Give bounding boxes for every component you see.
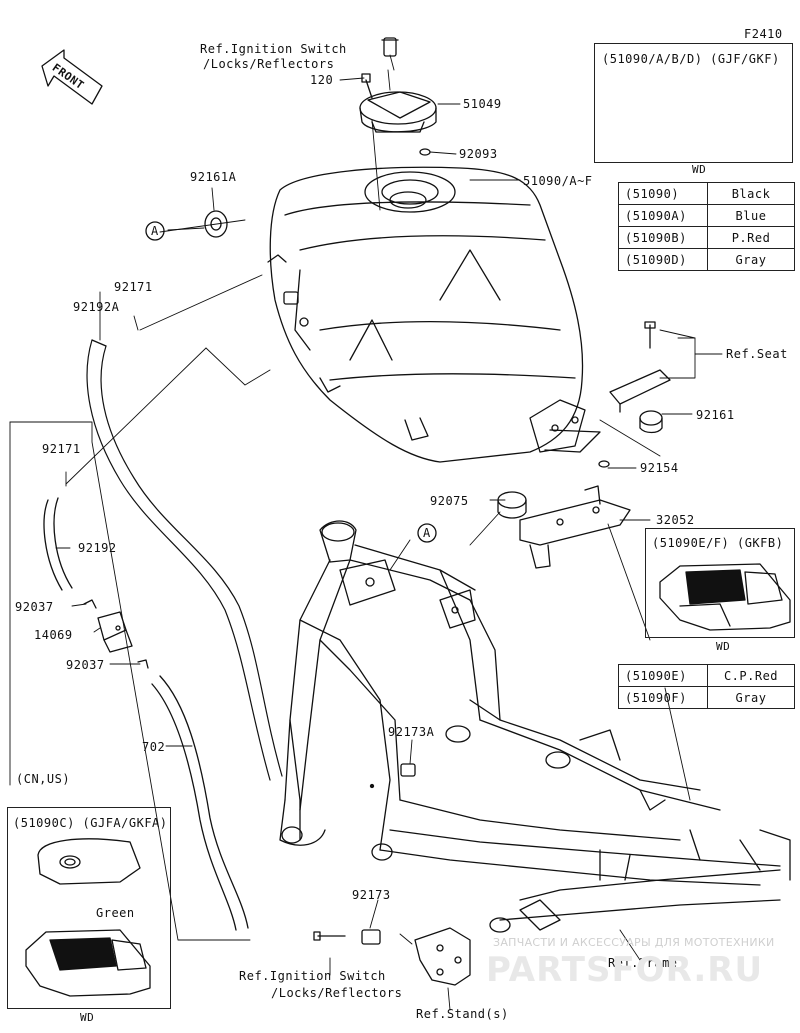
color-name: C.P.Red (707, 664, 795, 687)
damper-92075 (497, 491, 527, 519)
seat-bracket (598, 321, 671, 468)
table-row: (51090)Black (618, 182, 795, 205)
table-row: (51090A)Blue (618, 204, 795, 227)
callout-a-2: A (423, 526, 431, 540)
part-92171-b: 92171 (42, 442, 81, 456)
fuel-cap (359, 37, 437, 156)
front-arrow-icon (41, 49, 103, 105)
part-702: 702 (142, 740, 166, 754)
part-92171-a: 92171 (114, 280, 153, 294)
part-14069: 14069 (34, 628, 73, 642)
ref-ignition-bottom-line2: /Locks/Reflectors (271, 986, 403, 1000)
ref-ignition-top-line1: Ref.Ignition Switch (200, 42, 347, 56)
table-row: (51090E)C.P.Red (618, 664, 795, 687)
part-120: 120 (310, 73, 334, 87)
part-92037-a: 92037 (15, 600, 54, 614)
inset-top-caption: WD (692, 163, 707, 176)
color-code: (51090) (618, 182, 708, 205)
figure-id: F2410 (744, 27, 783, 41)
inset-left-tank-top (37, 838, 141, 885)
part-92173a: 92173A (388, 725, 435, 739)
ref-frame: Ref.Frame (608, 956, 678, 970)
hose-702 (151, 675, 249, 931)
color-table-2: (51090E)C.P.Red (51090F)Gray (618, 664, 795, 709)
part-92192a: 92192A (73, 300, 120, 314)
watermark-caption: ЗАПЧАСТИ И АКСЕССУАРЫ ДЛЯ МОТОТЕХНИКИ (493, 936, 775, 949)
inset-mid-caption: WD (716, 640, 731, 653)
part-92161a: 92161A (190, 170, 237, 184)
inset-left-title: (51090C) (GJFA/GKFA) (13, 816, 168, 830)
color-code: (51090D) (618, 248, 708, 271)
clamp-92037 (83, 599, 149, 669)
color-code: (51090A) (618, 204, 708, 227)
part-92154: 92154 (640, 461, 679, 475)
callout-a-circles (145, 221, 437, 543)
part-51049: 51049 (463, 97, 502, 111)
part-92173: 92173 (352, 888, 391, 902)
spacer-92173a (369, 763, 416, 789)
callout-a-1: A (151, 224, 159, 238)
part-92075: 92075 (430, 494, 469, 508)
color-table-1: (51090)Black (51090A)Blue (51090B)P.Red … (618, 182, 795, 271)
part-92037-b: 92037 (66, 658, 105, 672)
inset-top-box (594, 43, 793, 163)
inset-left-caption: WD (80, 1011, 95, 1024)
color-name: P.Red (707, 226, 795, 249)
ref-stand: Ref.Stand(s) (416, 1007, 509, 1021)
color-name: Black (707, 182, 795, 205)
watermark-logo: PARTSFOR.RU (486, 950, 764, 990)
bracket-32052 (519, 485, 631, 569)
color-code: (51090B) (618, 226, 708, 249)
table-row: (51090B)P.Red (618, 226, 795, 249)
table-row: (51090F)Gray (618, 686, 795, 709)
part-51090: 51090/A~F (523, 174, 593, 188)
fuel-filter-14069 (97, 611, 133, 653)
ref-seat: Ref.Seat (726, 347, 788, 361)
color-name: Gray (707, 686, 795, 709)
part-92161: 92161 (696, 408, 735, 422)
table-row: (51090D)Gray (618, 248, 795, 271)
fuel-tank (267, 166, 601, 463)
cn-us-region-outline (9, 421, 251, 941)
inset-left-tank-side (25, 929, 151, 997)
hose-92192 (43, 497, 73, 591)
hose-92192a (86, 339, 283, 781)
color-name: Blue (707, 204, 795, 227)
part-92093: 92093 (459, 147, 498, 161)
frame (279, 520, 791, 933)
bolt-92173 (313, 927, 471, 986)
ref-ignition-bottom-line1: Ref.Ignition Switch (239, 969, 386, 983)
color-code: (51090E) (618, 664, 708, 687)
inset-mid-box (645, 528, 795, 638)
region-cn-us: (CN,US) (16, 772, 71, 786)
color-code: (51090F) (618, 686, 708, 709)
leader-lines (55, 54, 723, 1011)
part-92192: 92192 (78, 541, 117, 555)
color-name: Gray (707, 248, 795, 271)
inset-top-title: (51090/A/B/D) (GJF/GKF) (602, 52, 780, 66)
inset-mid-tank (659, 563, 791, 631)
inset-left-box (7, 807, 171, 1009)
inset-left-green: Green (96, 906, 135, 920)
grommet-92161a (204, 210, 228, 238)
inset-mid-title: (51090E/F) (GKFB) (652, 536, 784, 550)
part-32052: 32052 (656, 513, 695, 527)
ref-ignition-top-line2: /Locks/Reflectors (203, 57, 335, 71)
